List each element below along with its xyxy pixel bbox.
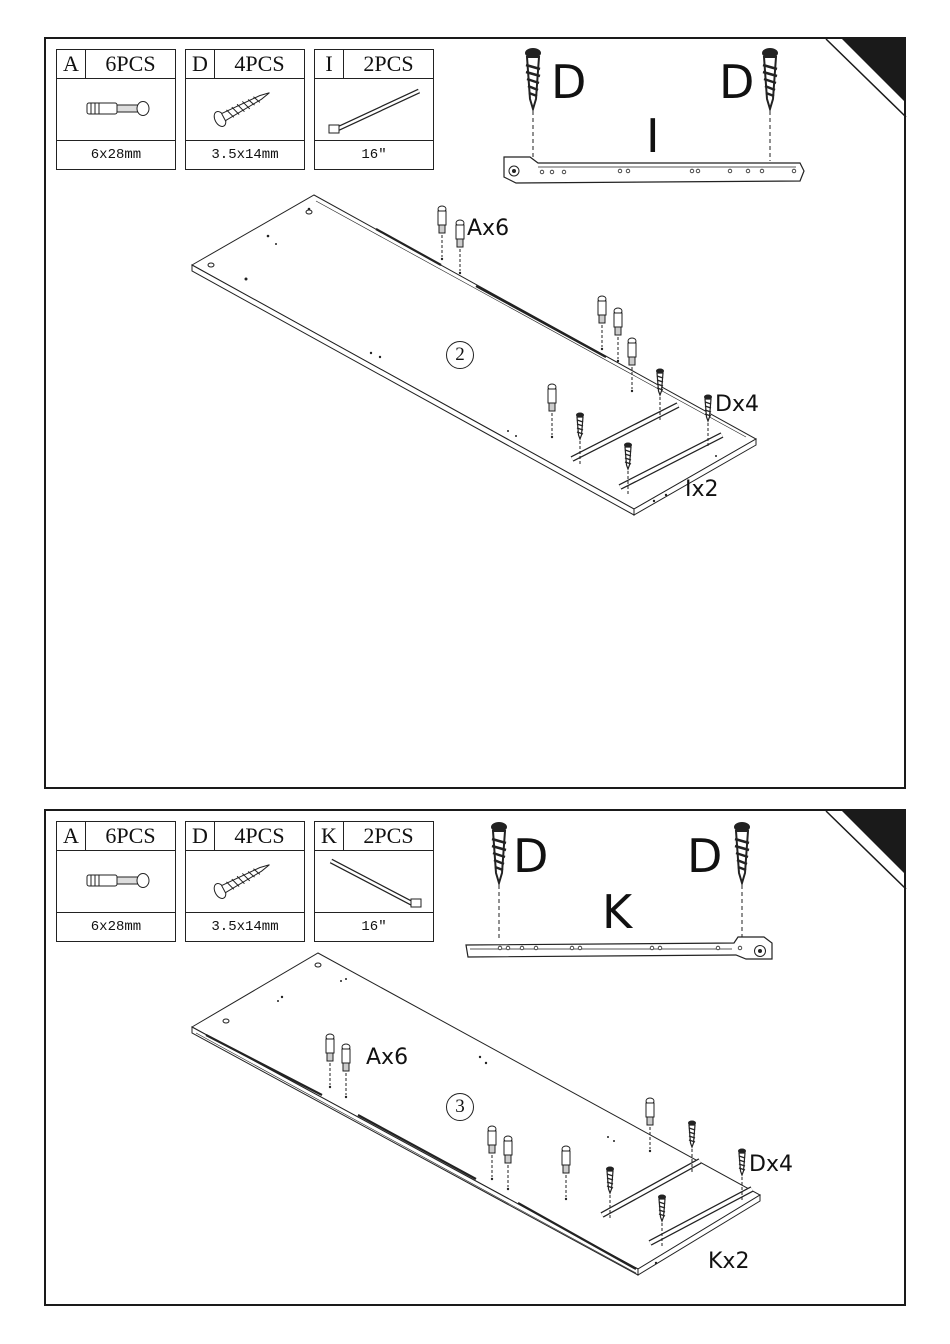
callout-rails: Kx2 (708, 1251, 749, 1273)
fasteners-layer (46, 39, 908, 791)
cam-dowel-icon (342, 1044, 350, 1098)
callout-dowels: Ax6 (467, 218, 509, 240)
cam-dowel-icon (326, 1034, 334, 1088)
cam-dowel-icon (598, 296, 606, 350)
step-number: 3 (446, 1093, 474, 1121)
drawer-slide-icon (602, 1161, 700, 1215)
cam-dowel-icon (438, 206, 446, 260)
cam-dowel-icon (646, 1098, 654, 1152)
cam-dowel-icon (548, 384, 556, 438)
cam-dowel-icon (488, 1126, 496, 1180)
cam-dowel-icon (614, 308, 622, 362)
cam-dowel-icon (562, 1146, 570, 1200)
callout-rails: Ix2 (685, 479, 719, 501)
cam-dowel-icon (456, 220, 464, 274)
cam-dowel-icon (504, 1136, 512, 1190)
step-number: 2 (446, 341, 474, 369)
callout-dowels: Ax6 (366, 1047, 408, 1069)
fasteners-layer (46, 811, 908, 1308)
cam-dowel-icon (628, 338, 636, 392)
callout-screws: Dx4 (715, 394, 759, 416)
callout-screws: Dx4 (749, 1154, 793, 1176)
